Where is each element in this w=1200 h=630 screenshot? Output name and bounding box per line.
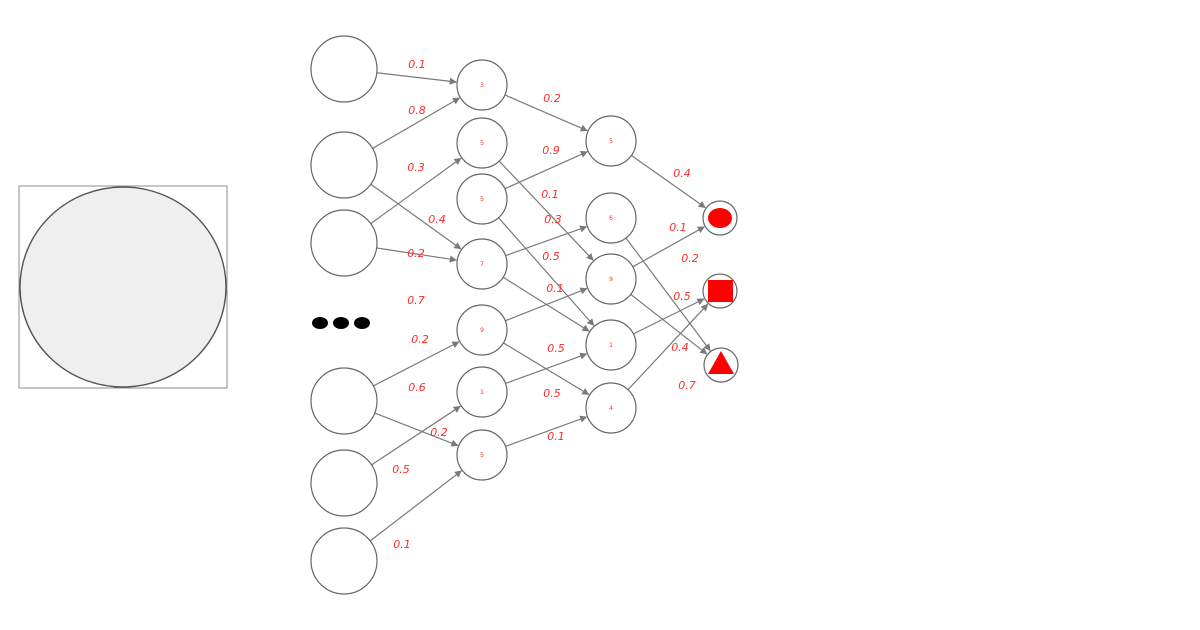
hidden1-node bbox=[456, 304, 508, 356]
output-node-triangle bbox=[703, 347, 739, 383]
input-h1-weight-label: 0.6 bbox=[408, 381, 426, 394]
input-node bbox=[310, 449, 378, 517]
edge-h2-2-out-0 bbox=[632, 226, 705, 268]
h2-out-weight-label: 0.1 bbox=[669, 221, 687, 234]
input-h1-weight-label: 0.5 bbox=[392, 463, 410, 476]
input-node bbox=[310, 131, 378, 199]
input-h1-weight-label: 0.2 bbox=[407, 247, 425, 260]
hidden2-node bbox=[585, 253, 637, 305]
edge-h1-2-h2-0 bbox=[504, 151, 588, 190]
square-icon bbox=[708, 280, 733, 302]
edge-input-3-h1-4 bbox=[373, 341, 460, 387]
h2-out-weight-label: 0.5 bbox=[673, 290, 691, 303]
output-layer bbox=[702, 200, 739, 383]
input-h1-weight-label: 0.2 bbox=[411, 333, 429, 346]
h2-out-weight-label: 0.2 bbox=[681, 252, 699, 265]
h2-out-weight-label: 0.4 bbox=[671, 341, 689, 354]
hidden1-node-value: 3 bbox=[480, 82, 484, 89]
h1-h2-weight-label: 0.1 bbox=[546, 282, 564, 295]
output-node-square bbox=[702, 273, 738, 309]
nodes: 3 5 5 7 9 1 5 5 6 9 1 4 bbox=[310, 35, 637, 595]
h2-out-weight-label: 0.4 bbox=[673, 167, 691, 180]
input-image-circle bbox=[19, 186, 227, 388]
input-h1-weight-label: 0.1 bbox=[408, 58, 426, 71]
edge-h1-6-h2-4 bbox=[505, 415, 588, 448]
hidden1-node bbox=[456, 173, 508, 225]
hidden2-node-value: 5 bbox=[609, 138, 613, 145]
h2-out-weight-label: 0.7 bbox=[678, 379, 696, 392]
hidden1-node-value: 7 bbox=[480, 261, 484, 268]
edge-h2-3-out-1 bbox=[633, 298, 705, 335]
hidden1-node-value: 5 bbox=[480, 196, 484, 203]
h1-h2-weight-label: 0.1 bbox=[547, 430, 565, 443]
hidden2-node-value: 6 bbox=[609, 215, 613, 222]
hidden2-node-value: 9 bbox=[609, 276, 613, 283]
input-h1-weight-label: 0.4 bbox=[428, 213, 446, 226]
h1-h2-weight-label: 0.5 bbox=[547, 342, 565, 355]
edge-input-3-h1-6 bbox=[374, 412, 459, 447]
edge-input-1-h1-3 bbox=[370, 183, 462, 250]
hidden2-node-value: 1 bbox=[609, 342, 613, 349]
edge-h1-4-h2-2 bbox=[505, 287, 588, 322]
input-node bbox=[310, 209, 378, 277]
h1-h2-weight-label: 0.5 bbox=[543, 387, 561, 400]
h1-h2-weight-label: 0.9 bbox=[542, 144, 560, 157]
edge-h1-3-h2-1 bbox=[505, 225, 588, 257]
hidden2-node bbox=[585, 115, 637, 167]
input-h1-weight-label: 0.8 bbox=[408, 104, 426, 117]
h1-h2-weight-label: 0.3 bbox=[544, 213, 562, 226]
edge-input-2-h1-1 bbox=[370, 157, 462, 225]
edge-input-1-h1-0 bbox=[372, 97, 461, 149]
h1-h2-weight-label: 0.5 bbox=[542, 250, 560, 263]
edge-h1-5-h2-3 bbox=[505, 352, 588, 385]
hidden1-node-value: 9 bbox=[480, 327, 484, 334]
edge-input-4-h1-5 bbox=[371, 405, 461, 466]
connections bbox=[369, 72, 711, 542]
hidden1-node bbox=[456, 366, 508, 418]
hidden1-node bbox=[456, 59, 508, 111]
input-h1-weight-label: 0.1 bbox=[393, 538, 411, 551]
hidden1-node-value: 5 bbox=[480, 452, 484, 459]
triangle-icon bbox=[708, 351, 734, 374]
h1-h2-weight-label: 0.1 bbox=[541, 188, 559, 201]
input-node bbox=[310, 35, 378, 103]
hidden1-node-value: 5 bbox=[480, 140, 484, 147]
hidden1-node bbox=[456, 238, 508, 290]
hidden2-node bbox=[585, 319, 637, 371]
hidden2-node bbox=[585, 382, 637, 434]
hidden1-node bbox=[456, 429, 508, 481]
input-node bbox=[310, 367, 378, 435]
input-h1-weight-label: 0.2 bbox=[430, 426, 448, 439]
ellipsis-icon bbox=[312, 317, 370, 329]
edge-h2-0-out-0 bbox=[631, 154, 706, 209]
hidden2-node bbox=[585, 192, 637, 244]
input-h1-weight-label: 0.7 bbox=[407, 294, 425, 307]
circle-icon bbox=[708, 208, 732, 228]
hidden2-node-value: 4 bbox=[609, 405, 613, 412]
output-node-circle bbox=[702, 200, 738, 236]
h1-h2-weight-label: 0.2 bbox=[543, 92, 561, 105]
input-node bbox=[310, 527, 378, 595]
input-h1-weight-label: 0.3 bbox=[407, 161, 425, 174]
edge-h2-2-out-2 bbox=[630, 293, 708, 355]
hidden1-node bbox=[456, 117, 508, 169]
edge-h1-1-h2-2 bbox=[498, 160, 594, 261]
edge-h2-4-out-1 bbox=[627, 303, 709, 391]
hidden1-node-value: 1 bbox=[480, 389, 484, 396]
edge-input-0-h1-0 bbox=[376, 72, 457, 85]
edge-h1-0-h2-0 bbox=[504, 94, 588, 132]
edge-input-2-h1-3 bbox=[376, 247, 458, 263]
weight-labels: 0.1 0.8 0.3 0.4 0.2 0.7 0.2 0.6 0.2 0.5 0.1 0.2 0.9 0… bbox=[392, 58, 699, 551]
edge-h1-2-h2-3 bbox=[498, 217, 595, 327]
edge-h2-1-out-2 bbox=[625, 237, 711, 352]
edge-input-5-h1-6 bbox=[369, 470, 462, 542]
input-image-panel bbox=[18, 185, 228, 389]
